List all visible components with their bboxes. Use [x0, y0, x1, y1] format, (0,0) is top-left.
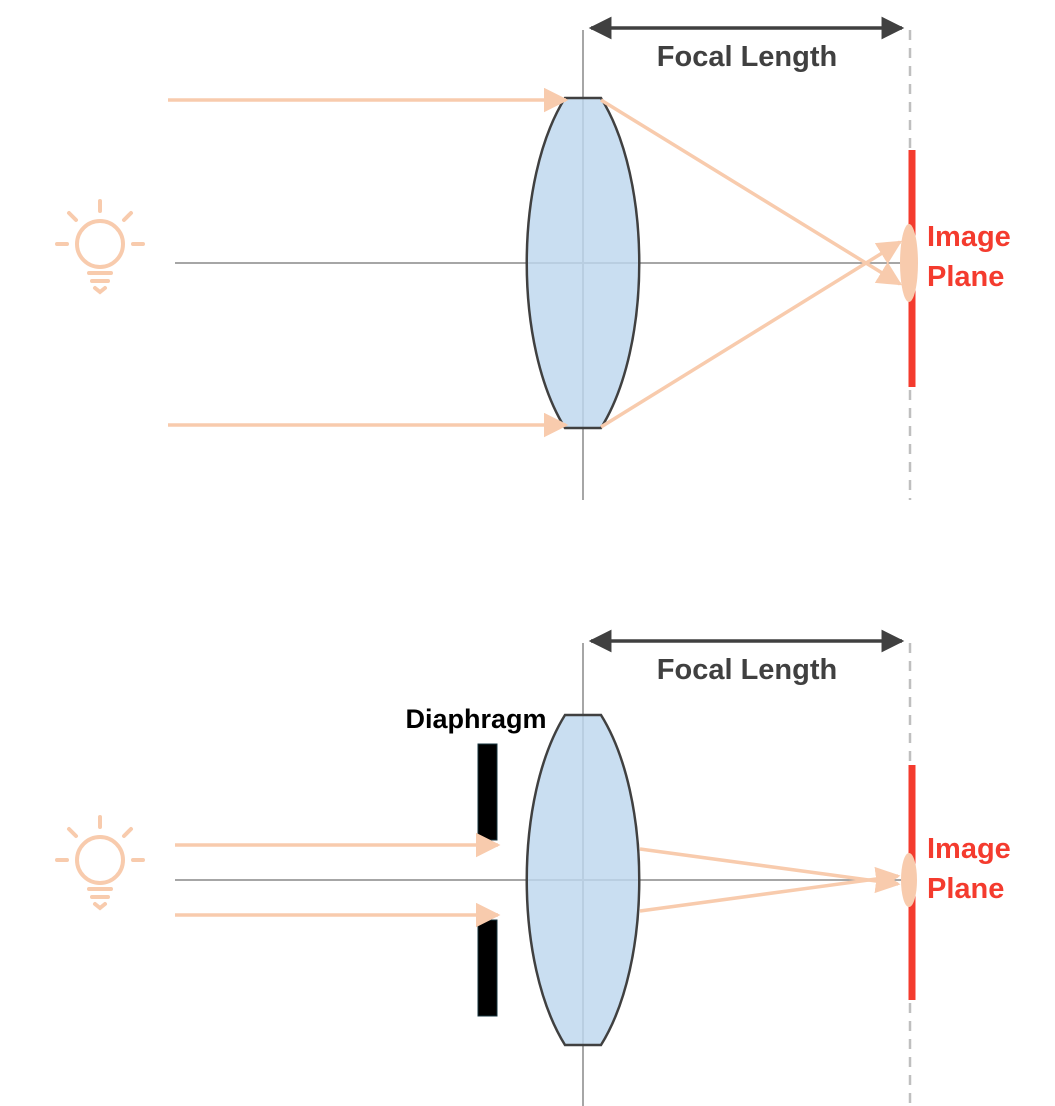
convex-lens	[525, 713, 641, 1047]
light-bulb-icon	[55, 815, 145, 910]
light-bulb-icon	[55, 199, 145, 294]
panel-lens-with-diaphragm: Focal Length Diaphragm Image Plane	[55, 629, 1011, 1106]
refracted-ray-top	[639, 847, 901, 894]
diaphragm-bottom-blade	[477, 919, 498, 1017]
diaphragm-label: Diaphragm	[405, 704, 546, 734]
panel-simple-lens: Focal Length Image Plane	[55, 16, 1011, 500]
focal-length-label: Focal Length	[657, 654, 837, 686]
diaphragm-top-blade	[477, 743, 498, 841]
image-plane-label-line2: Plane	[927, 261, 1004, 293]
focal-length-label: Focal Length	[657, 41, 837, 73]
focused-image-spot	[900, 224, 918, 302]
image-plane-label-line1: Image	[927, 833, 1011, 865]
image-plane-label-line1: Image	[927, 221, 1011, 253]
focused-image-spot	[901, 853, 917, 907]
convex-lens	[525, 96, 641, 430]
refracted-ray-bottom	[600, 240, 903, 429]
refracted-ray-bottom	[639, 866, 901, 913]
image-plane-label-line2: Plane	[927, 873, 1004, 905]
refracted-ray-top	[600, 98, 903, 286]
